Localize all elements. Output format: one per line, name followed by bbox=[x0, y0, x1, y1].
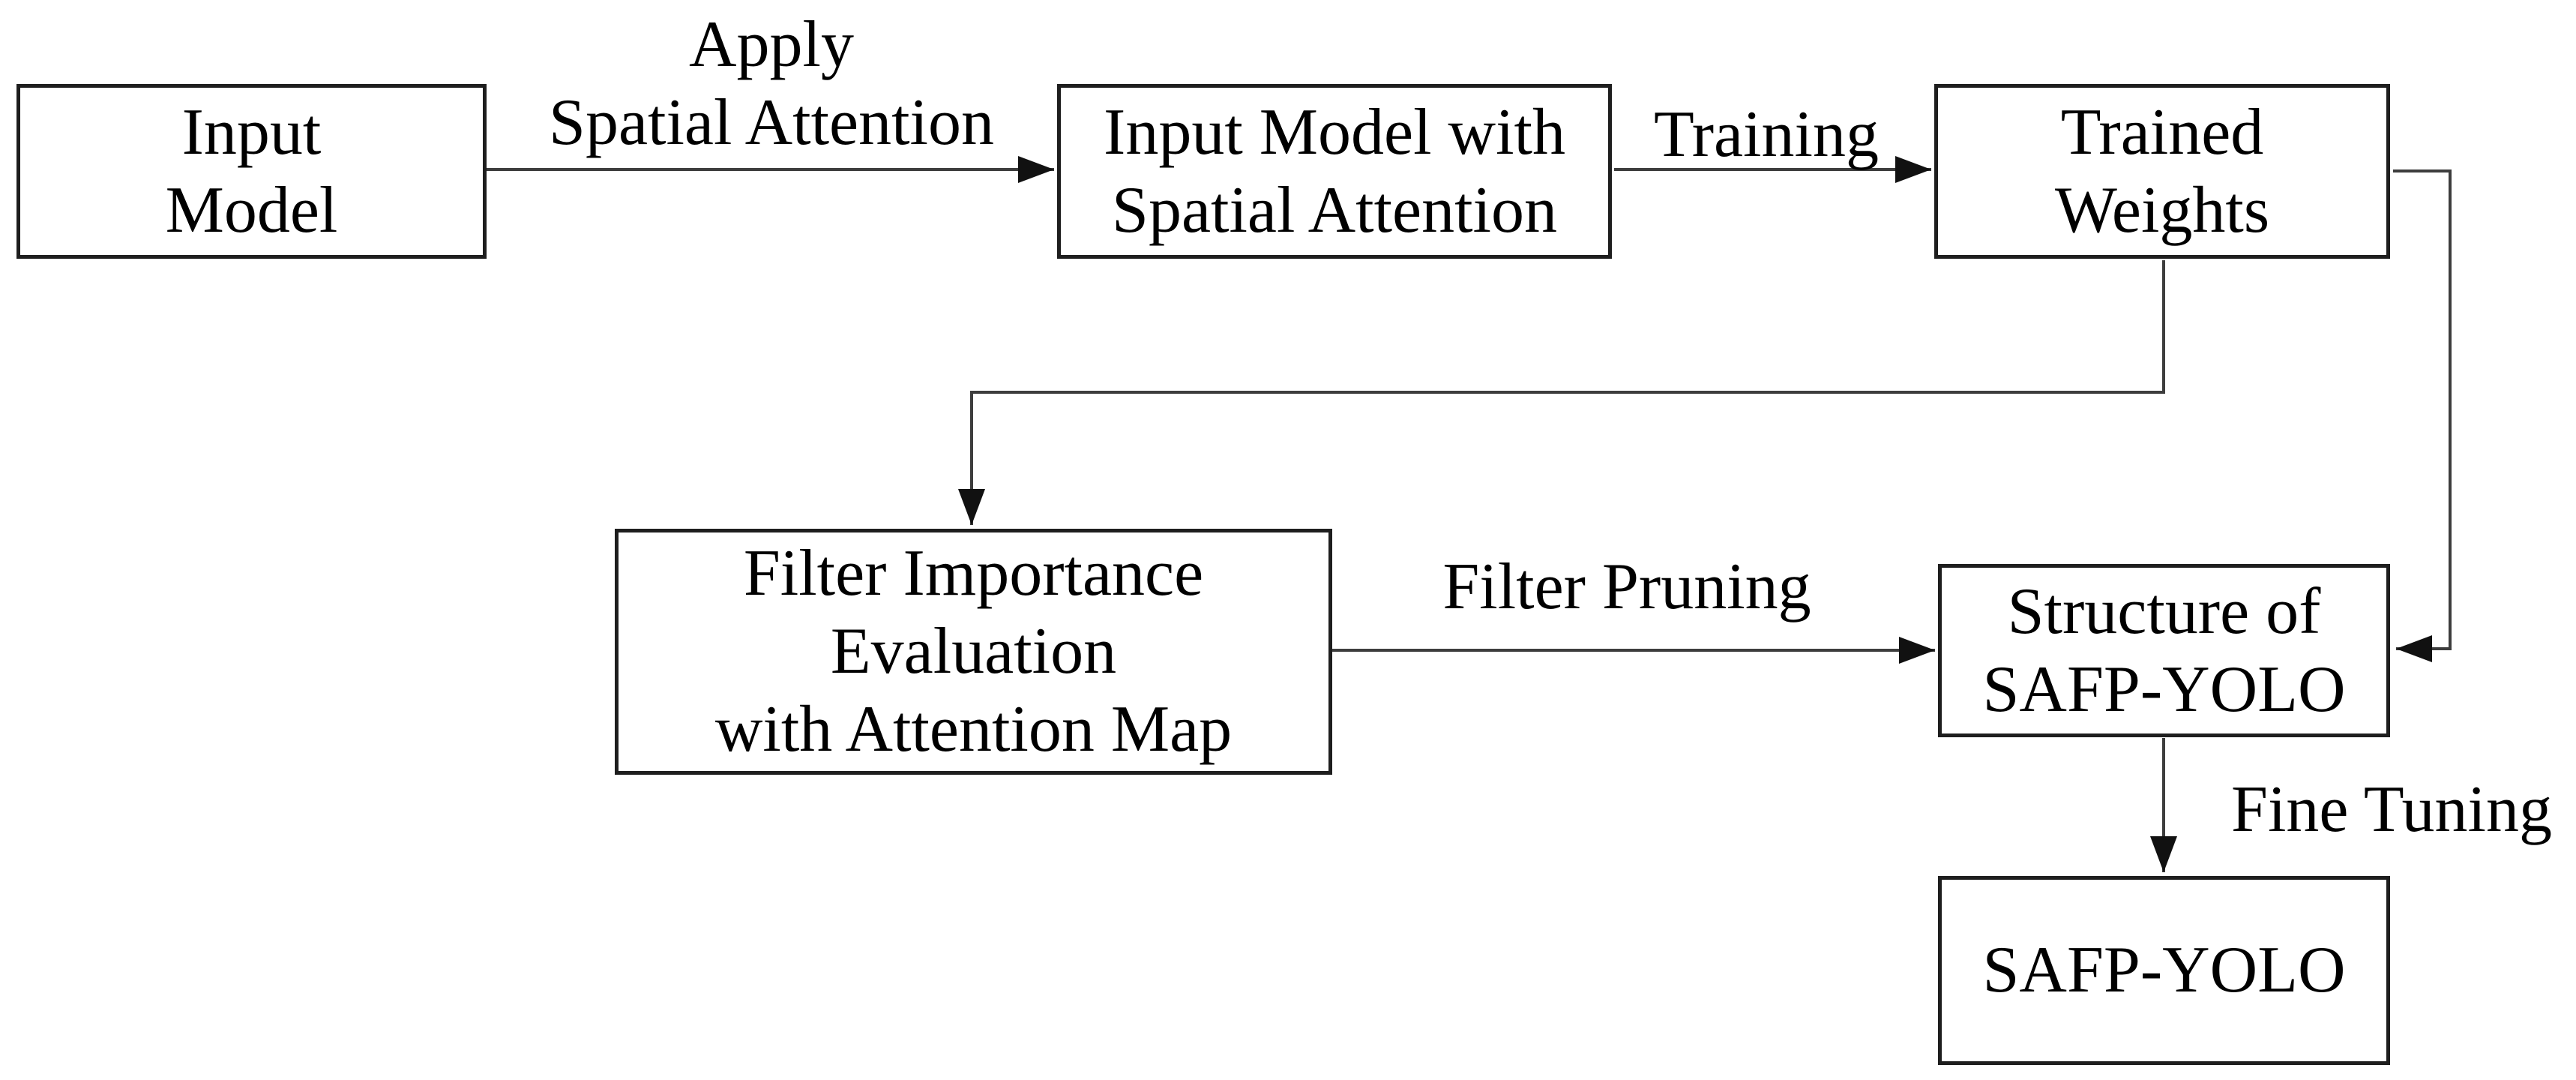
node-trained-weights-line: Weights bbox=[2054, 173, 2270, 247]
node-trained-weights-line: Trained bbox=[2060, 95, 2264, 169]
node-structure-of-safp-yolo: Structure of SAFP-YOLO bbox=[1938, 564, 2390, 737]
node-filter-importance-evaluation: Filter Importance Evaluation with Attent… bbox=[615, 529, 1332, 775]
node-safp-yolo: SAFP-YOLO bbox=[1938, 876, 2390, 1065]
node-filter-importance-evaluation-line: with Attention Map bbox=[714, 693, 1233, 766]
node-filter-importance-evaluation-line: Evaluation bbox=[830, 615, 1117, 688]
edge-label-training: Training bbox=[1654, 98, 1879, 171]
connector-weights-to-structure bbox=[2393, 170, 2452, 662]
edge-label-apply-spatial-attention: Apply Spatial Attention bbox=[472, 6, 1071, 162]
node-structure-of-safp-yolo-line: SAFP-YOLO bbox=[1982, 652, 2346, 726]
edge-label-apply-spatial-attention-line: Spatial Attention bbox=[549, 86, 994, 159]
node-input-model-with-spatial-attention-line: Spatial Attention bbox=[1112, 173, 1557, 247]
edge-label-fine-tuning: Fine Tuning bbox=[2231, 773, 2552, 846]
node-input-model-line: Model bbox=[165, 173, 338, 247]
node-input-model-with-spatial-attention: Input Model with Spatial Attention bbox=[1057, 84, 1612, 259]
node-input-model-with-spatial-attention-line: Input Model with bbox=[1104, 95, 1565, 169]
edge-label-filter-pruning: Filter Pruning bbox=[1442, 550, 1811, 623]
node-filter-importance-evaluation-line: Filter Importance bbox=[743, 537, 1204, 610]
connector-weights-to-filter-importance bbox=[958, 260, 2165, 525]
node-safp-yolo-line: SAFP-YOLO bbox=[1982, 934, 2346, 1006]
node-structure-of-safp-yolo-line: Structure of bbox=[2007, 574, 2321, 648]
node-input-model-line: Input bbox=[181, 95, 322, 169]
node-input-model: Input Model bbox=[16, 84, 487, 259]
edge-label-apply-spatial-attention-line: Apply bbox=[689, 8, 854, 81]
node-trained-weights: Trained Weights bbox=[1934, 84, 2390, 259]
